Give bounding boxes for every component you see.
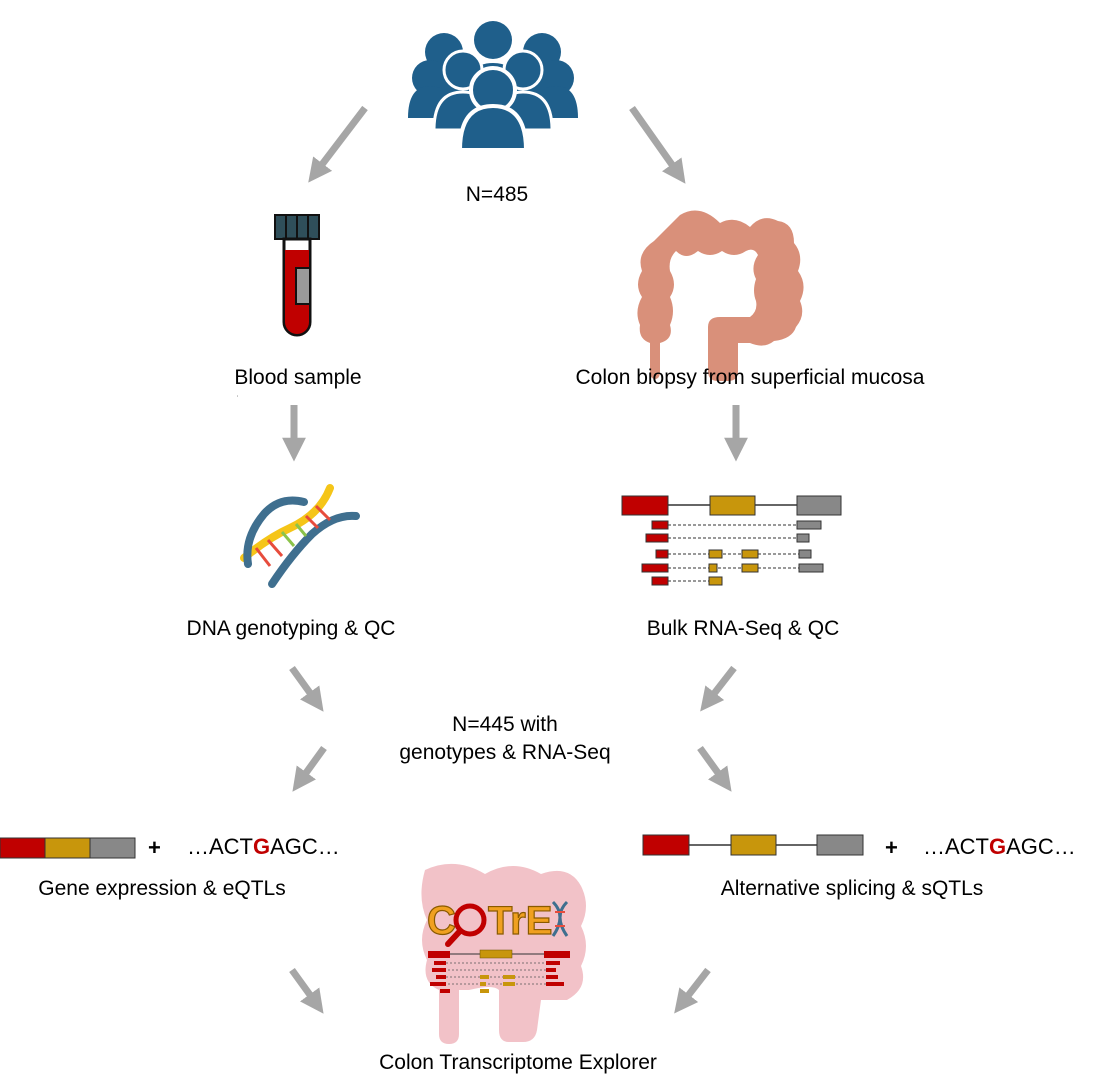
- rna-transcripts-icon: [621, 495, 842, 586]
- seq-suffix: AGC…: [1006, 834, 1076, 859]
- arrow-eqtl-to-final: [289, 967, 324, 1014]
- rna-seq-label: Bulk RNA-Seq & QC: [646, 617, 840, 640]
- svg-text:TrE: TrE: [488, 899, 552, 943]
- arrow-merge-to-sqtl: [697, 745, 732, 792]
- seq-variant: G: [989, 834, 1007, 859]
- seq-prefix: …ACT: [923, 834, 989, 859]
- cohort-count: N=485: [465, 183, 529, 206]
- colon-biopsy-label: Colon biopsy from superficial mucosa: [575, 366, 925, 389]
- dna-icon: [240, 484, 360, 588]
- arrow-to-blood: [308, 105, 368, 183]
- arrow-dna-to-merge: [289, 665, 324, 712]
- arrow-sqtl-to-final: [674, 967, 711, 1014]
- colon-icon: [637, 210, 804, 381]
- gene-structure-icon: [642, 834, 864, 856]
- plus-left: +: [148, 835, 161, 860]
- gene-bar-icon: [0, 837, 136, 859]
- merge-line-1: N=445 with: [452, 713, 558, 736]
- seq-prefix: …ACT: [187, 834, 253, 859]
- sequence-right: …ACTGAGC…: [923, 834, 1076, 860]
- flow-arrows: [282, 105, 748, 1014]
- arrow-merge-to-eqtl: [292, 745, 327, 792]
- sequence-left: …ACTGAGC…: [187, 834, 340, 860]
- stray-mark: ’: [237, 396, 239, 402]
- cotrex-logo: C TrE: [421, 863, 586, 1044]
- people-icon: [408, 21, 578, 152]
- plus-right: +: [885, 835, 898, 860]
- arrow-rna-to-merge: [700, 665, 737, 712]
- final-label: Colon Transcriptome Explorer: [379, 1051, 657, 1074]
- gene-expression-label: Gene expression & eQTLs: [38, 877, 286, 900]
- blood-tube-icon: [274, 214, 320, 337]
- seq-suffix: AGC…: [270, 834, 340, 859]
- seq-variant: G: [253, 834, 271, 859]
- merge-line-2: genotypes & RNA-Seq: [399, 741, 611, 764]
- arrow-to-colon: [629, 105, 686, 184]
- blood-sample-label: Blood sample: [234, 366, 362, 389]
- alt-splicing-label: Alternative splicing & sQTLs: [720, 877, 984, 900]
- dna-genotyping-label: DNA genotyping & QC: [186, 617, 396, 640]
